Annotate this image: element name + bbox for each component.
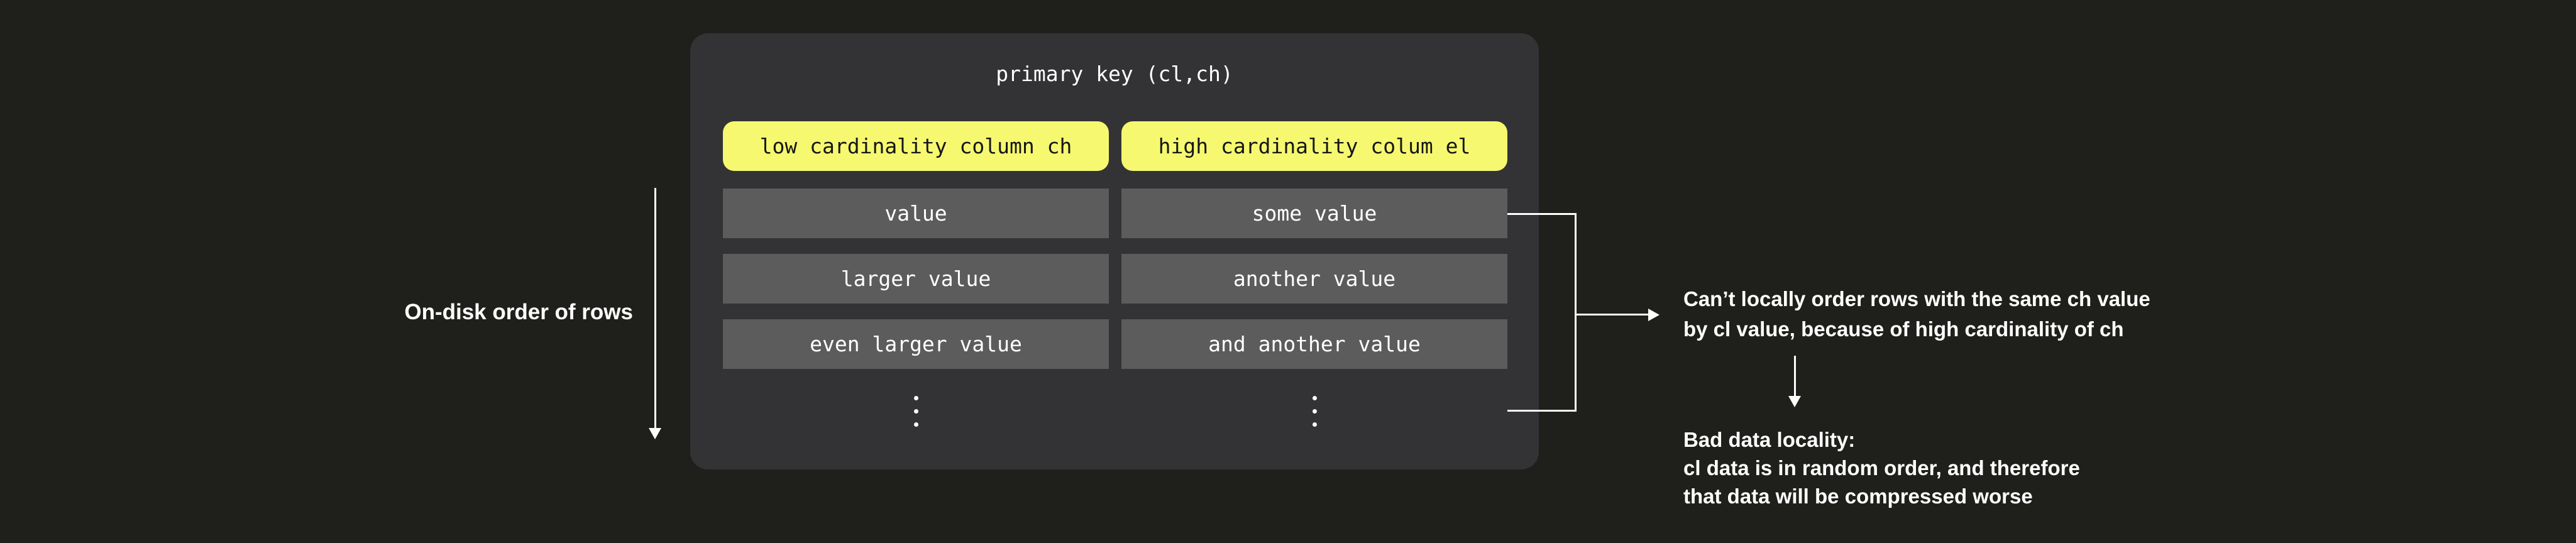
column-header-label: low cardinality column ch (759, 134, 1072, 158)
on-disk-order-label: On-disk order of rows (404, 300, 633, 324)
down-arrow-icon (1788, 396, 1801, 407)
primary-key-card (690, 33, 1539, 469)
vertical-ellipsis-icon (1308, 396, 1321, 427)
table-cell: larger value (723, 254, 1109, 304)
cell-value: and another value (1208, 332, 1421, 356)
vertical-ellipsis-icon (910, 396, 922, 427)
bracket-top-line (1507, 213, 1577, 215)
note-cant-locally-order: Can’t locally order rows with the same c… (1683, 284, 2150, 344)
note-line: that data will be compressed worse (1683, 485, 2033, 508)
card-title: primary key (cl,ch) (996, 62, 1233, 86)
column-header-low-cardinality: low cardinality column ch (723, 121, 1109, 171)
note-line: Can’t locally order rows with the same c… (1683, 287, 2150, 310)
bracket-arrow-line (1577, 314, 1648, 315)
bracket-vertical-line (1575, 213, 1577, 412)
table-cell: even larger value (723, 319, 1109, 369)
note-bad-data-locality: Bad data locality: cl data is in random … (1683, 425, 2080, 510)
table-cell: some value (1121, 189, 1507, 238)
cell-value: value (884, 201, 947, 226)
table-cell: another value (1121, 254, 1507, 304)
cell-value: larger value (840, 266, 991, 291)
right-arrow-icon (1648, 309, 1660, 321)
on-disk-order-arrow-line (654, 188, 656, 428)
note-connector-arrow-line (1794, 356, 1796, 396)
note-line: by cl value, because of high cardinality… (1683, 317, 2124, 341)
cell-value: some value (1252, 201, 1377, 226)
table-cell: value (723, 189, 1109, 238)
column-header-high-cardinality: high cardinality colum el (1121, 121, 1507, 171)
down-arrow-icon (649, 428, 661, 439)
cell-value: another value (1233, 266, 1396, 291)
bracket-bottom-line (1507, 410, 1577, 412)
column-header-label: high cardinality colum el (1158, 134, 1471, 158)
cell-value: even larger value (810, 332, 1022, 356)
note-line: cl data is in random order, and therefor… (1683, 456, 2080, 480)
table-cell: and another value (1121, 319, 1507, 369)
note-line: Bad data locality: (1683, 428, 1856, 451)
